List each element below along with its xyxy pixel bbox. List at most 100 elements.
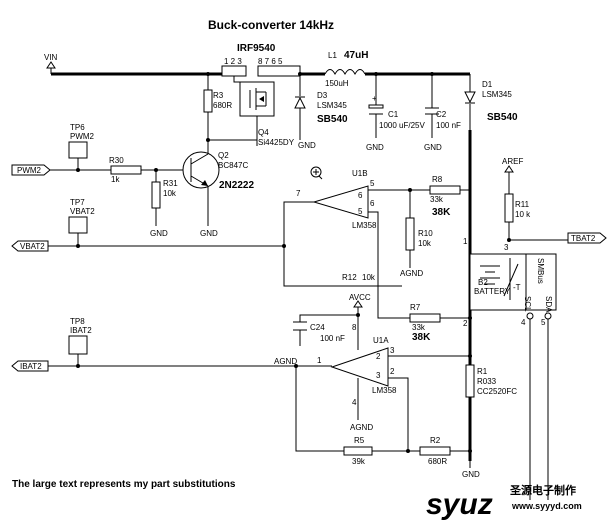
resistor-r3: R3 680R <box>203 72 257 141</box>
svg-text:SB540: SB540 <box>317 114 348 125</box>
svg-text:C1: C1 <box>388 110 399 119</box>
svg-text:4: 4 <box>521 318 526 327</box>
svg-text:10k: 10k <box>362 273 376 282</box>
svg-text:U1B: U1B <box>352 169 368 178</box>
svg-text:38K: 38K <box>412 332 431 343</box>
watermark-url: www.syyyd.com <box>511 501 582 511</box>
svg-text:TP6: TP6 <box>70 123 85 132</box>
resistor-r31: R31 10k GND <box>150 168 178 238</box>
svg-text:AVCC: AVCC <box>349 293 371 302</box>
svg-text:3: 3 <box>504 243 509 252</box>
svg-text:680R: 680R <box>428 457 447 466</box>
resistor-r10: R10 10k AGND <box>400 188 433 278</box>
svg-text:2N2222: 2N2222 <box>219 180 254 191</box>
svg-text:SCL: SCL <box>523 296 532 312</box>
svg-text:39k: 39k <box>352 457 366 466</box>
svg-text:5: 5 <box>370 179 375 188</box>
l1-substitute: 47uH <box>344 50 368 61</box>
opamp-u1a: 2 3 U1A LM358 1 3 2 4 AGND <box>317 336 397 432</box>
svg-text:VBAT2: VBAT2 <box>70 207 95 216</box>
net-gnd-bottom: GND <box>462 461 480 479</box>
svg-text:CC2520FC: CC2520FC <box>477 387 517 396</box>
svg-text:1: 1 <box>463 237 468 246</box>
svg-text:-T: -T <box>513 283 521 292</box>
resistor-r2: R2 680R <box>419 436 472 466</box>
svg-text:680R: 680R <box>213 101 232 110</box>
svg-text:150uH: 150uH <box>325 79 349 88</box>
svg-text:R3: R3 <box>213 91 224 100</box>
svg-text:R10: R10 <box>418 229 433 238</box>
svg-text:R8: R8 <box>432 175 443 184</box>
resistor-r30: R30 1k <box>109 156 142 184</box>
svg-text:TP8: TP8 <box>70 317 85 326</box>
svg-text:1 2 3: 1 2 3 <box>224 57 242 66</box>
net-avcc: AVCC 8 <box>349 293 371 350</box>
svg-text:7: 7 <box>296 189 301 198</box>
net-tbat2-output: TBAT2 <box>567 232 607 244</box>
testpoint-tp8: TP8 IBAT2 <box>68 317 92 368</box>
diode-d3: D3 LSM345 SB540 GND <box>294 72 348 150</box>
capacitor-c2: C2 100 nF GND <box>424 72 461 152</box>
net-ibat2-output: IBAT2 <box>11 360 49 372</box>
svg-text:IBAT2: IBAT2 <box>20 362 42 371</box>
svg-text:LSM345: LSM345 <box>317 101 347 110</box>
svg-text:B2: B2 <box>478 278 488 287</box>
watermark-cn: 圣源电子制作 <box>509 483 576 497</box>
svg-text:D1: D1 <box>482 80 493 89</box>
watermark-logo: syuz <box>426 488 493 521</box>
capacitor-c24: C24 100 nF AGND <box>274 313 360 366</box>
vin-net: VIN <box>44 53 58 74</box>
testpoint-tp7: TP7 VBAT2 <box>68 198 95 248</box>
svg-text:10k: 10k <box>418 239 432 248</box>
svg-text:U1A: U1A <box>373 336 389 345</box>
svg-text:R033: R033 <box>477 377 497 386</box>
svg-text:R31: R31 <box>163 179 178 188</box>
svg-text:SDA: SDA <box>544 296 553 313</box>
svg-text:VIN: VIN <box>44 53 58 62</box>
svg-text:100 nF: 100 nF <box>436 121 461 130</box>
svg-text:R5: R5 <box>354 436 365 445</box>
svg-text:L1: L1 <box>328 51 337 60</box>
svg-text:2: 2 <box>463 319 468 328</box>
svg-text:33k: 33k <box>430 195 444 204</box>
resistor-r5: R5 39k <box>343 436 410 466</box>
svg-text:1: 1 <box>317 356 322 365</box>
q4-substitute: IRF9540 <box>237 43 276 54</box>
svg-text:8: 8 <box>352 323 357 332</box>
svg-text:BC847C: BC847C <box>218 161 248 170</box>
svg-text:1k: 1k <box>111 175 120 184</box>
resistor-r1: R1 R033 CC2520FC <box>465 364 517 398</box>
net-pwm2-input: PWM2 <box>11 164 51 176</box>
svg-text:SMBus: SMBus <box>536 258 545 284</box>
testpoint-tp6: TP6 PWM2 <box>68 123 95 172</box>
svg-text:Q4: Q4 <box>258 128 269 137</box>
svg-text:VBAT2: VBAT2 <box>20 242 45 251</box>
diode-d1: D1 LSM345 SB540 <box>464 74 518 130</box>
svg-text:AGND: AGND <box>350 423 373 432</box>
svg-text:R2: R2 <box>430 436 441 445</box>
svg-text:TP7: TP7 <box>70 198 85 207</box>
inductor-l1: L1 47uH 150uH <box>324 50 368 88</box>
svg-text:AGND: AGND <box>274 357 297 366</box>
resistor-r12-label: R12 10k <box>342 273 376 282</box>
watermark: syuz 圣源电子制作 www.syyyd.com <box>426 483 582 521</box>
transistor-q2: Q2 BC847C 2N2222 GND <box>182 138 254 238</box>
net-aref: AREF <box>502 157 523 240</box>
diagram-title: Buck-converter 14kHz <box>208 18 334 32</box>
svg-text:PWM2: PWM2 <box>17 166 42 175</box>
footnote: The large text represents my part substi… <box>12 479 236 490</box>
battery-b2: 1 2 3 B2 BATTERY -T <box>463 237 527 328</box>
svg-text:C24: C24 <box>310 323 325 332</box>
svg-text:R12: R12 <box>342 273 357 282</box>
svg-text:GND: GND <box>424 143 442 152</box>
svg-text:GND: GND <box>150 229 168 238</box>
svg-text:3: 3 <box>376 371 381 380</box>
svg-text:38K: 38K <box>432 207 451 218</box>
svg-text:8 7 6 5: 8 7 6 5 <box>258 57 283 66</box>
svg-text:C2: C2 <box>436 110 447 119</box>
svg-text:2: 2 <box>376 352 381 361</box>
opamp-u1b: 6 5 U1B LM358 7 5 6 <box>296 169 377 230</box>
smbus-connector: SMBus SCL SDA 4 5 <box>521 253 557 500</box>
svg-text:SB540: SB540 <box>487 112 518 123</box>
